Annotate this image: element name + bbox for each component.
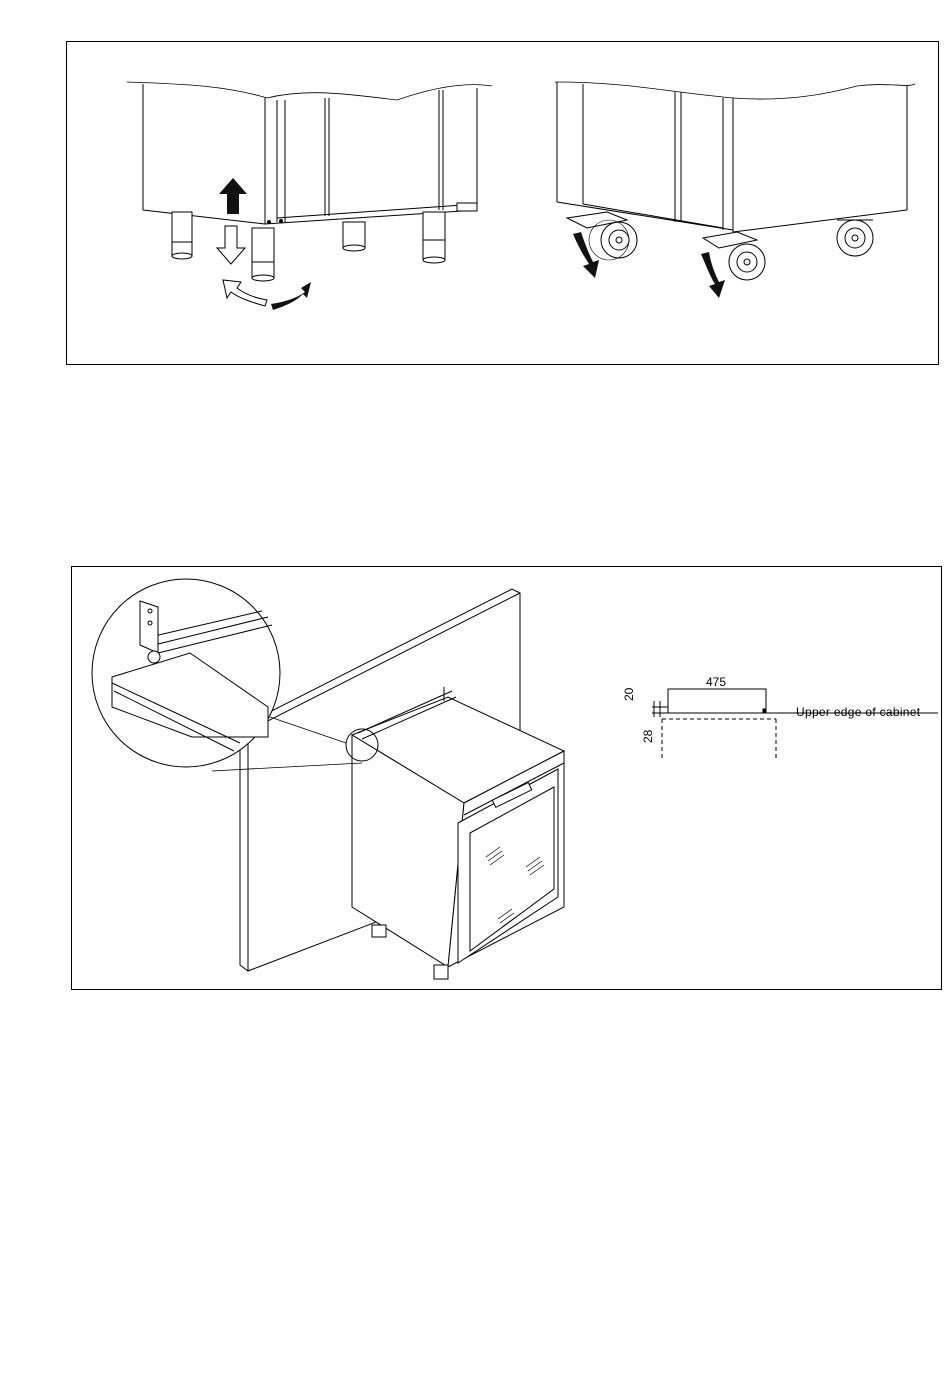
feet-and-castors-figure [66,41,939,365]
wall-mounting-figure: 475 20 28 Upper edge of cabinet [71,566,942,990]
rotate-left-arrow-icon [223,280,267,306]
adjustable-foot [252,228,274,281]
cabinet-on-castors [555,82,915,280]
dimension-offset-top-label: 20 [622,687,636,701]
dimension-offset-bottom-label: 28 [641,729,655,743]
dimension-drawing [652,689,938,759]
dimension-width-label: 475 [706,675,726,689]
adjustable-foot [423,212,445,263]
upper-edge-label: Upper edge of cabinet [796,705,921,719]
rotate-right-arrow-icon [271,282,311,310]
wall-mounting-svg: 475 20 28 Upper edge of cabinet [72,567,943,991]
brake-down-arrow-icon [573,232,599,278]
adjustable-foot [172,212,192,259]
feet-castors-svg [67,42,940,366]
cabinet [352,697,564,979]
brake-down-arrow-icon [701,252,725,298]
adjustable-foot [343,222,365,251]
detail-magnifier [92,579,280,767]
cabinet-on-feet [127,82,492,281]
lower-down-arrow-icon [217,226,245,264]
castor-wheel [837,220,873,256]
lift-up-arrow-icon [219,178,247,214]
